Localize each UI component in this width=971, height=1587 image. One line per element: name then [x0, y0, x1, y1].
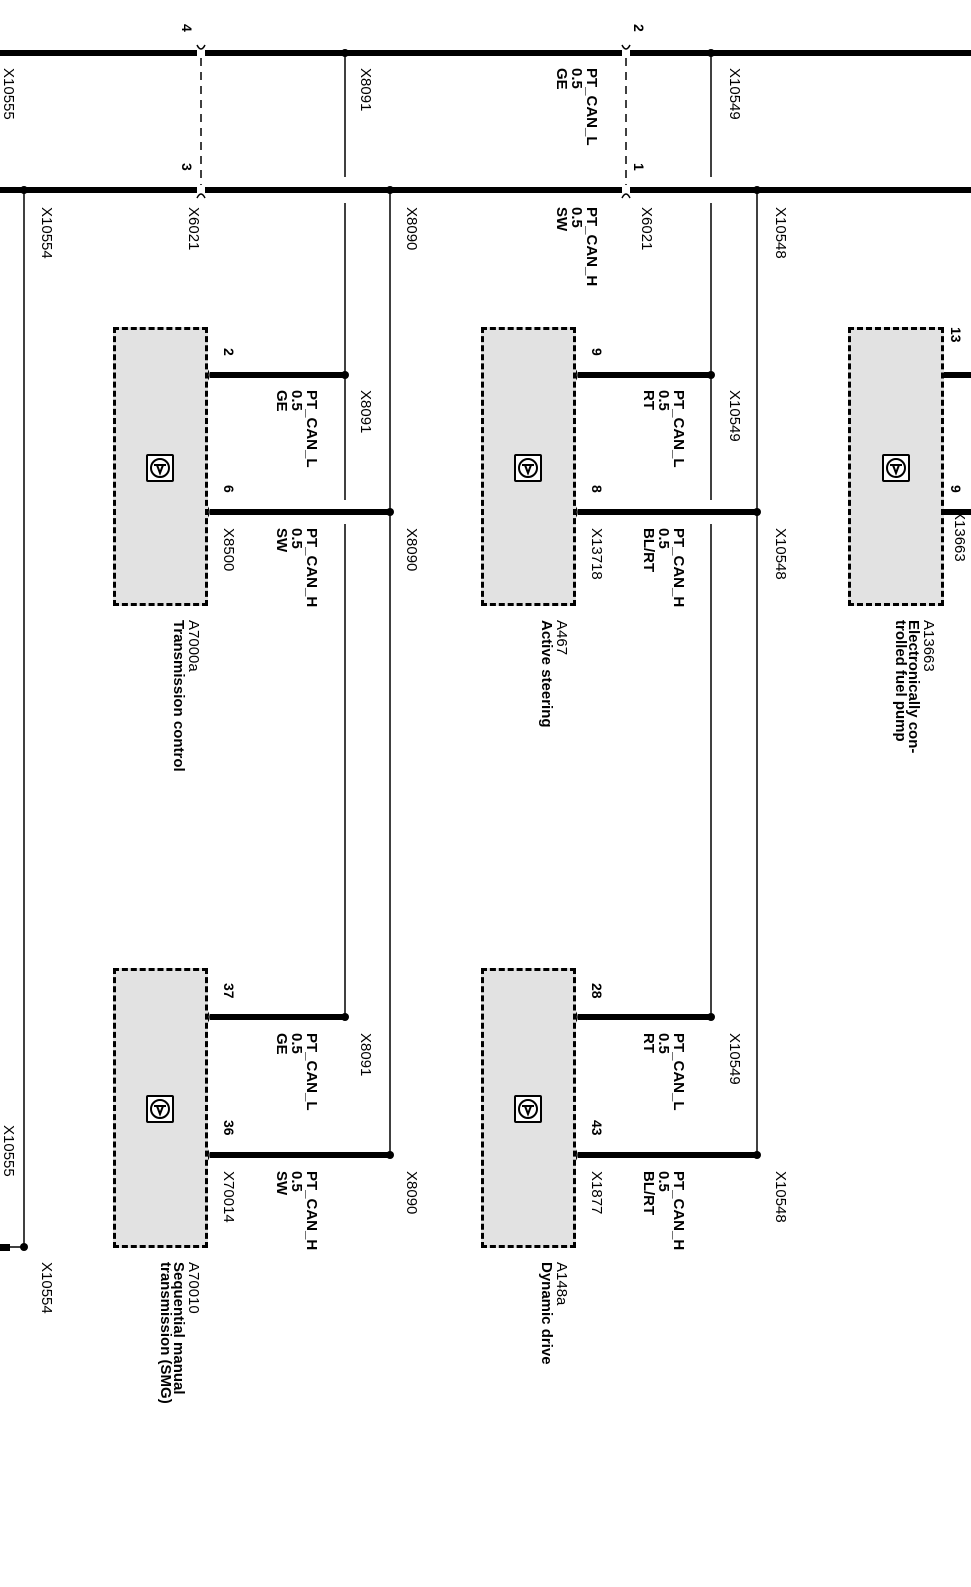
connector-label: X8090 — [403, 528, 420, 572]
a7000a-wire-l-size: 0.5 — [288, 390, 305, 411]
connector-label: X10555 — [0, 68, 17, 120]
connector-label: X10548 — [772, 528, 789, 580]
module-desc-a13663: Electronically con- trolled fuel pump — [892, 620, 922, 754]
module-stubs — [210, 372, 971, 1158]
a70010-wire-l-color: GE — [273, 1033, 290, 1055]
module-stub-dots — [341, 371, 761, 1159]
a70010-wire-h-name: PT_CAN_H — [303, 1171, 320, 1251]
module-desc-a148a: Dynamic drive — [538, 1262, 555, 1365]
a148a-wire-h-size: 0.5 — [655, 1171, 672, 1192]
a7000a-wire-h-size: 0.5 — [288, 528, 305, 549]
connector-label: X13663 — [951, 510, 968, 562]
bus-wire-label-can-l-size: 0.5 — [568, 68, 585, 89]
a70010-pin-h: 36 — [221, 1120, 237, 1136]
bus-wire-label-can-l-color: GE — [553, 68, 570, 90]
bus-connector-center — [621, 44, 631, 199]
bus-connector-left — [196, 44, 206, 199]
connector-label: X8091 — [357, 1033, 374, 1077]
module-id-a70010: A70010 — [185, 1262, 202, 1314]
a467-pin-l: 9 — [589, 348, 605, 356]
connector-label: X8091 — [357, 68, 374, 112]
connector-label: X6021 — [185, 207, 202, 251]
connector-label: X10549 — [726, 1033, 743, 1085]
ecu-connector-icon — [514, 1095, 542, 1123]
connector-label: X13718 — [588, 528, 605, 580]
bus-end-left — [0, 1244, 24, 1251]
a148a-pin-l: 28 — [589, 983, 605, 999]
connector-label: X10555 — [0, 1125, 17, 1177]
a7000a-wire-h-color: SW — [273, 528, 290, 553]
a7000a-pin-h: 6 — [221, 485, 237, 493]
module-a148a — [481, 968, 576, 1248]
branch-lines — [23, 53, 758, 1247]
a70010-wire-h-size: 0.5 — [288, 1171, 305, 1192]
connector-label: X1877 — [588, 1171, 605, 1215]
module-a7000a — [113, 327, 208, 606]
ecu-connector-icon — [882, 454, 910, 482]
bus-wire-label-can-h-color: SW — [553, 207, 570, 232]
a467-wire-l-name: PT_CAN_L — [670, 390, 687, 468]
ecu-connector-icon — [146, 454, 174, 482]
connector-label: X8091 — [357, 390, 374, 434]
bus-wire-label-can-l-name: PT_CAN_L — [583, 68, 600, 146]
module-desc-a7000a: Transmission control — [170, 620, 187, 772]
connector-label: X10549 — [726, 68, 743, 120]
a70010-wire-l-name: PT_CAN_L — [303, 1033, 320, 1111]
module-a13663 — [848, 327, 944, 606]
connector-label: X10548 — [772, 207, 789, 259]
a467-wire-h-size: 0.5 — [655, 528, 672, 549]
module-a467 — [481, 327, 576, 606]
connector-label: X10548 — [772, 1171, 789, 1223]
connector-label: X8500 — [220, 528, 237, 572]
a467-wire-l-color: RT — [640, 390, 657, 410]
module-id-a7000a: A7000a — [185, 620, 202, 672]
a70010-wire-l-size: 0.5 — [288, 1033, 305, 1054]
bus-wire-label-can-h-size: 0.5 — [568, 207, 585, 228]
bus-pin-top-center: 2 — [631, 24, 647, 32]
a467-pin-h: 8 — [589, 485, 605, 493]
a13663-pin-h: 9 — [948, 485, 964, 493]
module-desc-a70010: Sequential manual transmission (SMG) — [157, 1262, 187, 1404]
module-a70010 — [113, 968, 208, 1248]
a148a-pin-h: 43 — [589, 1120, 605, 1136]
a7000a-wire-h-name: PT_CAN_H — [303, 528, 320, 608]
module-id-a148a: A148a — [553, 1262, 570, 1306]
a7000a-wire-l-name: PT_CAN_L — [303, 390, 320, 468]
connector-label: X10549 — [726, 390, 743, 442]
module-id-a13663: A13663 — [920, 620, 937, 672]
a7000a-pin-l: 2 — [221, 348, 237, 356]
a148a-wire-l-color: RT — [640, 1033, 657, 1053]
a70010-wire-h-color: SW — [273, 1171, 290, 1196]
connector-label: X70014 — [220, 1171, 237, 1223]
bus-pin-bottom-center: 1 — [631, 163, 647, 171]
a148a-wire-h-color: BL/RT — [640, 1171, 657, 1216]
bus-wire-label-can-h-name: PT_CAN_H — [583, 207, 600, 287]
a13663-pin-l: 13 — [948, 327, 964, 343]
bus-pin-bottom-left: 3 — [179, 163, 195, 171]
a70010-pin-l: 37 — [221, 983, 237, 999]
ecu-connector-icon — [146, 1095, 174, 1123]
a7000a-wire-l-color: GE — [273, 390, 290, 412]
a467-wire-h-name: PT_CAN_H — [670, 528, 687, 608]
a148a-wire-h-name: PT_CAN_H — [670, 1171, 687, 1251]
a467-wire-l-size: 0.5 — [655, 390, 672, 411]
bus-pin-top-left: 4 — [179, 24, 195, 32]
connector-label: X8090 — [403, 207, 420, 251]
connector-label: X8090 — [403, 1171, 420, 1215]
connector-label: X6021 — [638, 207, 655, 251]
a148a-wire-l-name: PT_CAN_L — [670, 1033, 687, 1111]
connector-label: X10554 — [38, 1262, 55, 1314]
module-desc-a467: Active steering — [538, 620, 555, 728]
module-id-a467: A467 — [553, 620, 570, 656]
a148a-wire-l-size: 0.5 — [655, 1033, 672, 1054]
connector-label: X10554 — [38, 207, 55, 259]
ecu-connector-icon — [514, 454, 542, 482]
a467-wire-h-color: BL/RT — [640, 528, 657, 573]
